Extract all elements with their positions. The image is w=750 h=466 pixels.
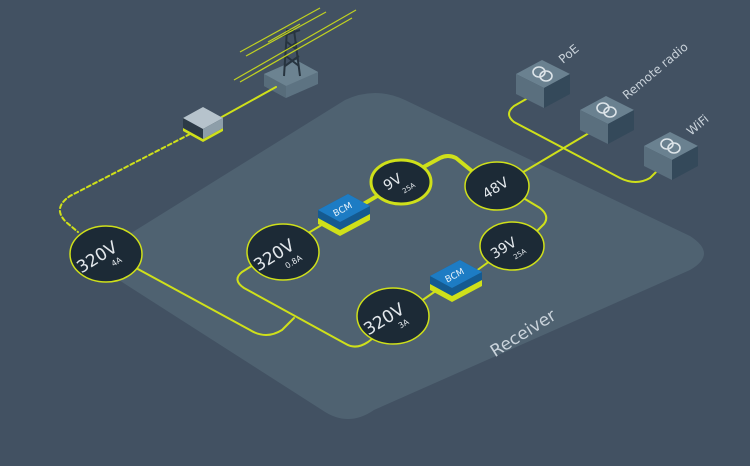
power-tower-icon <box>233 7 357 98</box>
node-320v-0.8a[interactable]: 320V 0.8A <box>246 223 320 281</box>
receiver-wires <box>135 97 657 348</box>
transformer-icon <box>660 138 681 154</box>
bcm-converter-bottom[interactable]: BCM <box>430 260 482 302</box>
receiver-platform <box>105 93 704 419</box>
node-39v-25a[interactable]: 39V 25A <box>479 221 545 271</box>
load-label: PoE <box>556 42 582 67</box>
wire-48v-to-remote-radio <box>519 129 595 175</box>
node-9v-25a[interactable]: 9V 25A <box>369 158 433 206</box>
load-poe[interactable]: PoE <box>516 42 582 108</box>
wire-9v-to-48v <box>416 154 480 178</box>
wire-320v-4a-to-bus <box>135 267 295 336</box>
load-wifi[interactable]: WiFi <box>644 112 712 180</box>
node-320v-4a[interactable]: 320V 4A <box>69 225 143 283</box>
junction-box-icon <box>183 107 223 142</box>
wire-poe-to-wifi <box>508 97 657 183</box>
transformer-icon <box>532 66 553 82</box>
bcm-converter-top[interactable]: BCM <box>318 194 370 236</box>
transformer-icon <box>596 102 617 118</box>
wire-junction-320v-4a <box>59 133 191 233</box>
load-label: WiFi <box>684 112 712 138</box>
wire-tower-junction <box>219 86 277 119</box>
node-320v-3a[interactable]: 320V 3A <box>356 287 430 345</box>
load-label: Remote radio <box>620 40 691 103</box>
load-remote-radio[interactable]: Remote radio <box>580 40 691 144</box>
wire-320v-08a-to-bus <box>236 261 377 348</box>
node-48v[interactable]: 48V <box>464 161 530 211</box>
wire-39v-to-48v <box>519 195 548 235</box>
